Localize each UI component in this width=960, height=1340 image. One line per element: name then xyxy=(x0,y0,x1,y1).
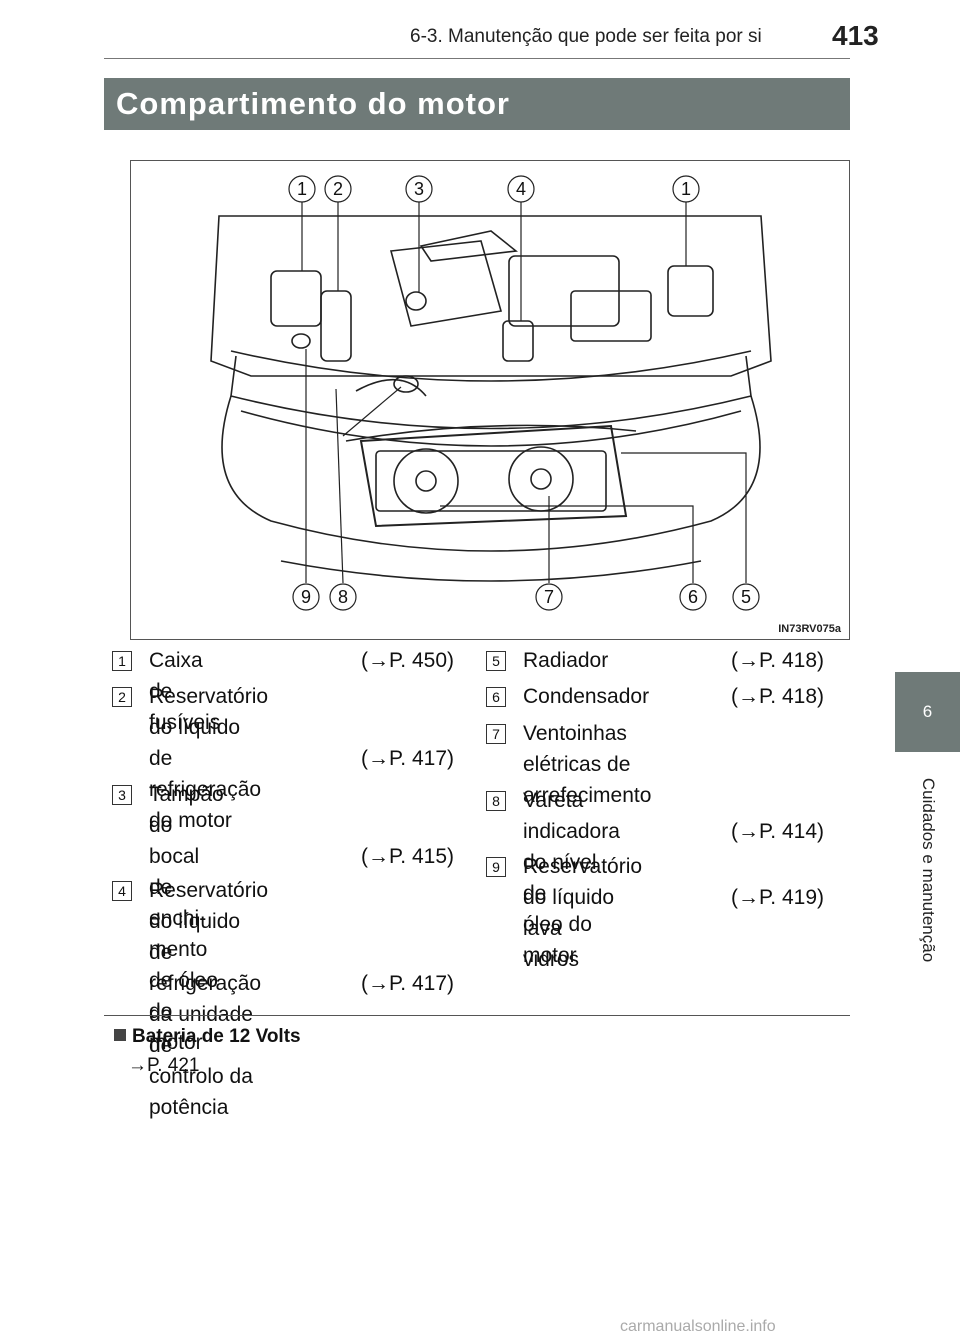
legend-number: 1 xyxy=(112,651,132,671)
legend-text: controlo da potência xyxy=(149,1065,253,1119)
callout-bottom-3: 7 xyxy=(535,583,563,611)
callout-bottom-5: 5 xyxy=(732,583,760,611)
callout-bottom-4: 6 xyxy=(679,583,707,611)
legend-number: 8 xyxy=(486,791,506,811)
legend-number: 9 xyxy=(486,857,506,877)
callout-top-1: 1 xyxy=(288,175,316,203)
svg-text:9: 9 xyxy=(301,587,311,607)
page-ref[interactable]: (→P. 419) xyxy=(731,886,824,909)
legend-text: Reservatório do líquido lava xyxy=(523,855,643,940)
svg-text:1: 1 xyxy=(681,179,691,199)
legend-text: Reservatório do líquido de xyxy=(149,685,269,770)
section-divider xyxy=(104,1015,850,1016)
section-title: 6-3. Manutenção que pode ser feita por s… xyxy=(410,26,762,47)
callout-top-5: 1 xyxy=(672,175,700,203)
svg-text:4: 4 xyxy=(516,179,526,199)
callout-top-4: 4 xyxy=(507,175,535,203)
legend-text: Reservatório do líquido de xyxy=(149,879,269,964)
svg-text:8: 8 xyxy=(338,587,348,607)
page-ref[interactable]: (→P. 417) xyxy=(361,972,454,995)
legend-number: 3 xyxy=(112,785,132,805)
legend-text: refrigeração do motor xyxy=(149,778,262,832)
svg-text:5: 5 xyxy=(741,587,751,607)
legend-number: 5 xyxy=(486,651,506,671)
page-title: Compartimento do motor xyxy=(104,78,850,130)
header-rule xyxy=(104,58,850,59)
legend-text: Vareta indicadora do nível de xyxy=(523,789,620,905)
battery-page-ref[interactable]: →P. 421 xyxy=(128,1055,200,1076)
svg-text:6: 6 xyxy=(688,587,698,607)
legend-list-right: 5 Radiador (→P. 418) 6 Condensador (→P. … xyxy=(486,645,831,971)
legend-text: Tampão do bocal de enchi- xyxy=(149,783,224,930)
legend-text: vidros xyxy=(523,948,580,971)
legend-number: 7 xyxy=(486,724,506,744)
legend-number: 2 xyxy=(112,687,132,707)
engine-figure: 1 2 3 4 1 9 8 xyxy=(130,160,850,640)
legend-text: refrigeração da unidade de xyxy=(149,972,262,1057)
page-ref[interactable]: (→P. 450) xyxy=(361,649,454,672)
svg-text:1: 1 xyxy=(297,179,307,199)
page-ref[interactable]: (→P. 414) xyxy=(731,820,824,843)
page-ref[interactable]: (→P. 417) xyxy=(361,747,454,770)
svg-text:3: 3 xyxy=(414,179,424,199)
bullet-square-icon xyxy=(114,1029,126,1041)
page-ref[interactable]: (→P. 418) xyxy=(731,685,824,708)
figure-id: IN73RV075a xyxy=(778,623,841,635)
chapter-number: 6 xyxy=(922,702,933,721)
page-ref[interactable]: (→P. 418) xyxy=(731,649,824,672)
callout-top-2: 2 xyxy=(324,175,352,203)
legend-number: 4 xyxy=(112,881,132,901)
callout-bottom-2: 8 xyxy=(329,583,357,611)
legend-number: 6 xyxy=(486,687,506,707)
page-number: 413 xyxy=(832,20,879,51)
callout-top-3: 3 xyxy=(405,175,433,203)
legend-list-left: 1 Caixa de fusíveis (→P. 450) 2 Reservat… xyxy=(112,645,457,1119)
svg-text:7: 7 xyxy=(544,587,554,607)
legend-text: Condensador xyxy=(523,685,650,708)
callout-bottom-1: 9 xyxy=(292,583,320,611)
legend-text: Ventoinhas elétricas de xyxy=(523,722,631,776)
legend-text: Caixa de fusíveis xyxy=(149,649,221,734)
engine-illustration: 1 2 3 4 1 9 8 xyxy=(210,175,772,611)
svg-text:2: 2 xyxy=(333,179,343,199)
legend-text: Radiador xyxy=(523,649,609,672)
watermark: carmanualsonline.info xyxy=(620,1318,776,1335)
page-ref[interactable]: (→P. 415) xyxy=(361,845,454,868)
battery-heading: Bateria de 12 Volts xyxy=(114,1026,301,1048)
legend-text: arrefecimento xyxy=(523,784,652,807)
chapter-tab[interactable]: 6 xyxy=(895,672,960,752)
legend-text: óleo do motor xyxy=(523,913,592,967)
legend-text: mento de óleo do motor xyxy=(149,938,218,1054)
